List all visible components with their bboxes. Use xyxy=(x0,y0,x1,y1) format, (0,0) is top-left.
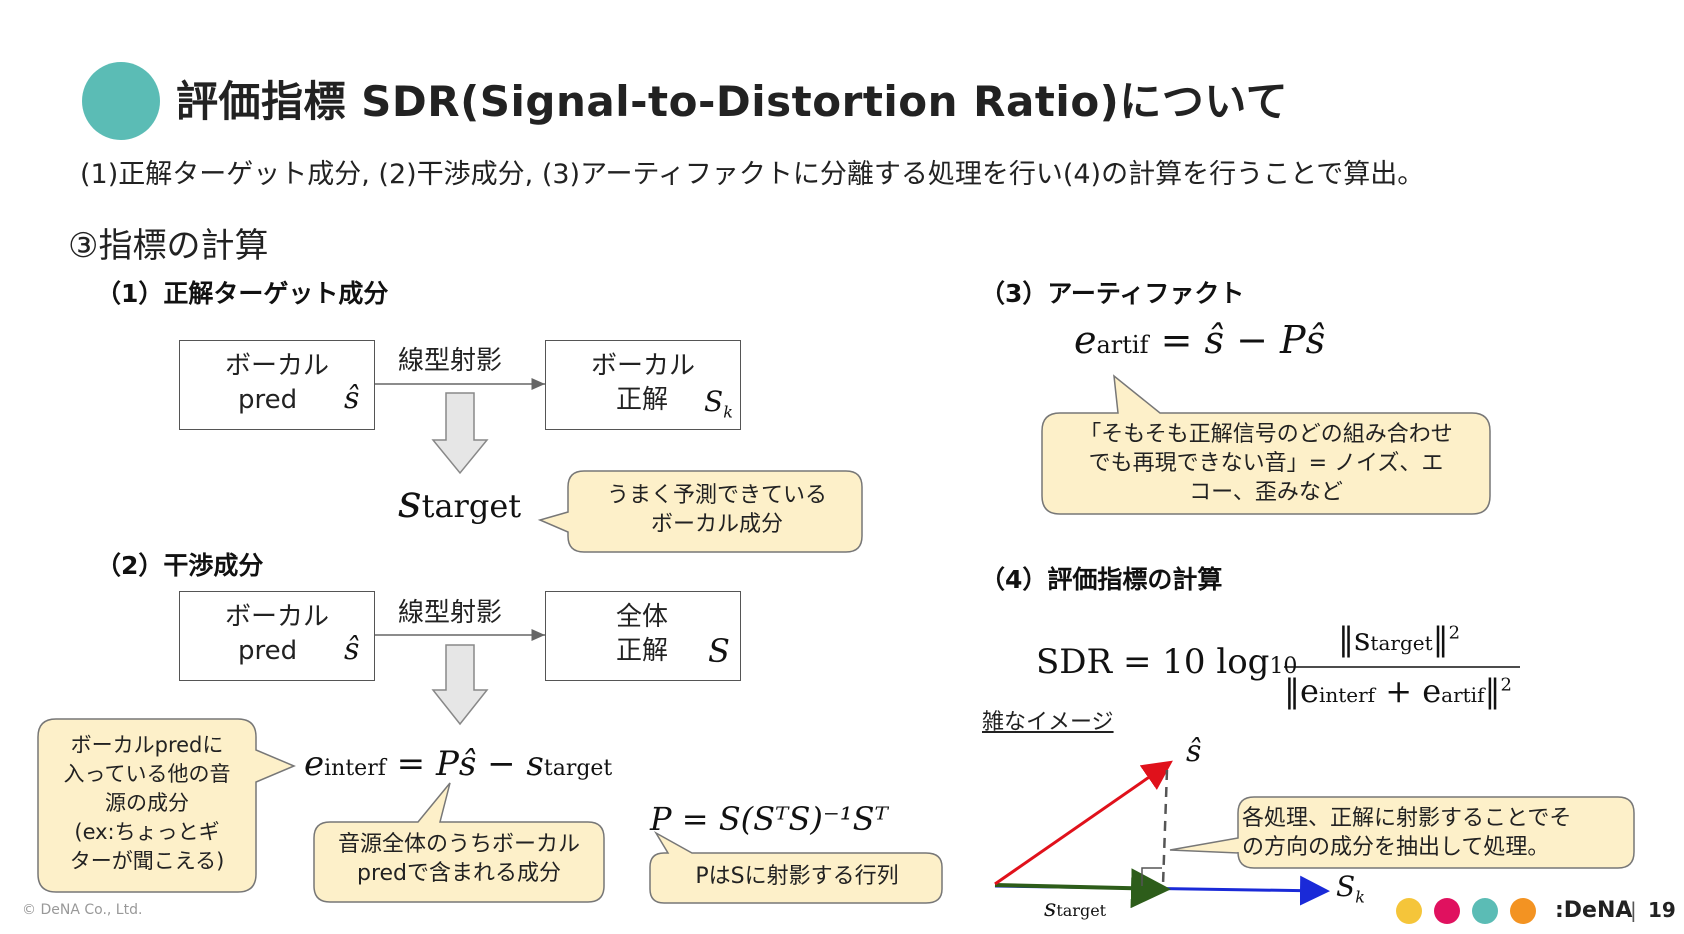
symbol-S: S xyxy=(708,632,730,670)
vector-label-starget: starget xyxy=(1044,894,1107,922)
arrow-label-projection: 線型射影 xyxy=(398,598,503,628)
footer-dot-teal xyxy=(1472,898,1498,924)
image-note-link[interactable]: 雑なイメージ xyxy=(982,710,1114,735)
title-bullet-circle xyxy=(82,62,160,140)
vector-starget-arrow xyxy=(994,868,1171,909)
section-heading: ③指標の計算 xyxy=(68,226,269,266)
box-label: ボーカル xyxy=(224,351,329,381)
box-label: 全体 xyxy=(616,602,669,632)
footer-dot-pink xyxy=(1434,898,1460,924)
callout-target-shape xyxy=(537,470,863,553)
heading-artif: （3）アーティファクト xyxy=(980,279,1245,308)
formula-sdr-lhs: SDR = 10 log10 xyxy=(1036,642,1298,682)
box-label: pred xyxy=(238,636,298,666)
vector-perpendicular-dashed xyxy=(1161,769,1169,886)
vector-shat-arrow xyxy=(994,760,1173,886)
footer-dot-orange xyxy=(1510,898,1536,924)
heading-target: （1）正解ターゲット成分 xyxy=(96,279,389,308)
callout-projection-text: PはSに射影する行列 xyxy=(695,864,899,889)
symbol-s-target: starget xyxy=(398,474,522,528)
callout-target-text: うまく予測できているボーカル成分 xyxy=(606,483,827,537)
box-label: pred xyxy=(238,385,298,415)
heading-sdr: （4）評価指標の計算 xyxy=(980,565,1223,594)
box-label: ボーカル xyxy=(224,602,329,632)
callout-artif-shape xyxy=(1041,374,1491,515)
formula-artif: eartif = ŝ − Pŝ xyxy=(1074,318,1326,362)
callout-interf-left-text: ボーカルpredに 入っている他の音 源の成分 (ex:ちょっとギ ターが聞こえ… xyxy=(63,733,231,873)
callout-interf-bottom-shape xyxy=(313,782,605,903)
vector-label-sk: Sk xyxy=(1336,870,1365,907)
box-vocal-truth: ボーカル 正解 Sk xyxy=(545,340,741,430)
callout-interf-left-shape xyxy=(37,718,296,893)
formula-interf: einterf = Pŝ − starget xyxy=(304,744,613,784)
page-subtitle: (1)正解ターゲット成分, (2)干渉成分, (3)アーティファクトに分離する処… xyxy=(80,159,1425,190)
page-number: 19 xyxy=(1648,898,1676,922)
box-all-truth: 全体 正解 S xyxy=(545,591,741,681)
symbol-shat: ŝ xyxy=(344,632,360,667)
callout-vector-text: 各処理、正解に射影することでそ の方向の成分を抽出して処理。 xyxy=(1242,806,1572,860)
footer-dot-yellow xyxy=(1396,898,1422,924)
heading-interf: （2）干渉成分 xyxy=(96,551,264,580)
formula-sdr-denominator: ‖einterf + eartif‖2 xyxy=(1284,672,1512,710)
symbol-shat: ŝ xyxy=(344,381,360,416)
formula-sdr-numerator: ‖starget‖2 xyxy=(1338,620,1461,658)
callout-vector-shape xyxy=(1169,796,1635,869)
dena-logo: :DeNA xyxy=(1555,898,1633,923)
box-label: 正解 xyxy=(616,636,669,666)
footer-separator: | xyxy=(1630,898,1637,922)
page-title: 評価指標 SDR(Signal-to-Distortion Ratio)について xyxy=(176,77,1289,126)
arrow-label-projection: 線型射影 xyxy=(398,346,503,376)
callout-artif-text: 「そもそも正解信号のどの組み合わせ でも再現できない音」= ノイズ、エ コー、歪… xyxy=(1079,422,1453,505)
callout-interf-bottom-text: 音源全体のうちボーカル predで含まれる成分 xyxy=(337,832,580,886)
down-arrow-2 xyxy=(431,644,489,726)
formula-projection: P = S(SᵀS)⁻¹Sᵀ xyxy=(650,800,888,838)
vector-label-shat: ŝ xyxy=(1186,734,1202,769)
box-label: ボーカル xyxy=(590,351,695,381)
down-arrow-1 xyxy=(431,392,489,475)
right-angle-mark xyxy=(1141,867,1162,886)
symbol-sk: Sk xyxy=(704,385,733,422)
box-vocal-pred-1: ボーカル pred ŝ xyxy=(179,340,375,430)
callout-projection-shape xyxy=(649,830,943,904)
box-vocal-pred-2: ボーカル pred ŝ xyxy=(179,591,375,681)
box-label: 正解 xyxy=(616,385,669,415)
copyright: © DeNA Co., Ltd. xyxy=(22,902,143,918)
